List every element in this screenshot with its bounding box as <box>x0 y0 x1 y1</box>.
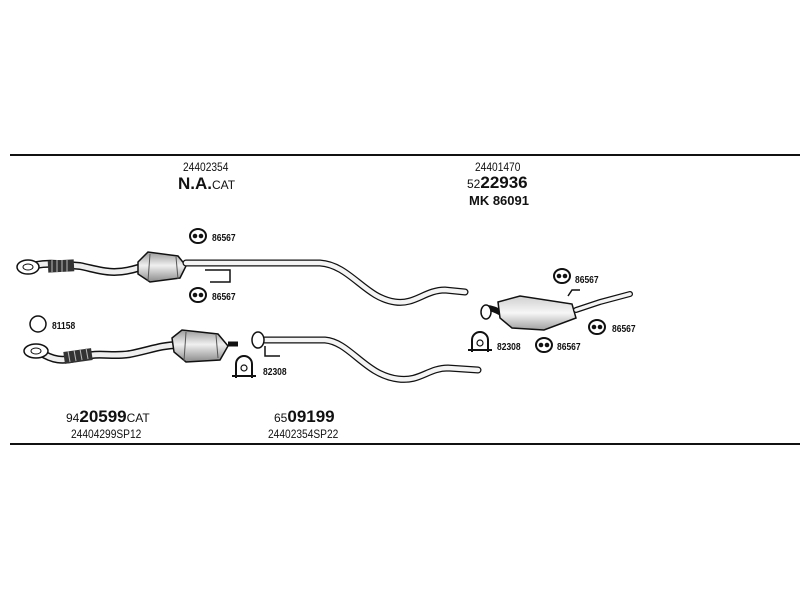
upper-intermediate-pipe <box>182 259 469 306</box>
code-bottom-left-suffix: CAT <box>126 411 150 425</box>
code-bottom-left-bold: 20599 <box>79 407 127 426</box>
rubber-hanger-icon <box>189 287 207 303</box>
clamp-icon <box>232 355 256 378</box>
callout-hanger-upper-top: 86567 <box>212 233 236 244</box>
clamp-icon <box>468 331 492 352</box>
lower-intermediate-pipe <box>251 331 482 383</box>
bottom-divider-line <box>10 443 800 445</box>
part-number-bottom-middle: 24402354SP22 <box>268 427 339 441</box>
code-bottom-middle-prefix: 65 <box>274 411 288 425</box>
lower-front-pipe-with-catalyst <box>23 329 238 364</box>
code-bottom-middle-bold: 09199 <box>287 407 335 426</box>
top-divider-line <box>10 154 800 156</box>
rear-muffler <box>480 289 633 331</box>
callout-hanger-muffler-top: 86567 <box>575 275 599 286</box>
code-bottom-left: 9420599CAT <box>66 408 150 426</box>
code-bottom-middle: 6509199 <box>274 408 335 426</box>
callout-hanger-upper-bottom: 86567 <box>212 292 236 303</box>
code-top-left: N.A.CAT <box>178 175 235 193</box>
callout-gasket-ring: 81158 <box>52 321 76 332</box>
code-top-right: 5222936 <box>467 174 528 192</box>
mk-code-top-right: MK 86091 <box>469 193 529 208</box>
gasket-ring-icon <box>29 315 47 333</box>
rubber-hanger-icon <box>588 319 606 335</box>
rubber-hanger-icon <box>189 228 207 244</box>
callout-clamp-lower: 82308 <box>263 367 287 378</box>
rubber-hanger-icon <box>553 268 571 284</box>
callout-clamp-muffler: 82308 <box>497 342 521 353</box>
rubber-hanger-icon <box>535 337 553 353</box>
callout-hanger-muffler-right: 86567 <box>612 324 636 335</box>
code-top-left-bold: N.A. <box>178 174 212 193</box>
upper-front-pipe-with-catalyst <box>16 251 187 283</box>
code-bottom-left-prefix: 94 <box>66 411 80 425</box>
code-top-right-bold: 22936 <box>480 173 528 192</box>
part-number-top-right: 24401470 <box>475 160 521 174</box>
callout-hanger-muffler-bottom: 86567 <box>557 342 581 353</box>
code-top-right-prefix: 52 <box>467 177 481 191</box>
part-number-top-left: 24402354 <box>183 160 229 174</box>
code-top-left-suffix: CAT <box>212 178 236 192</box>
part-number-bottom-left: 24404299SP12 <box>71 427 142 441</box>
